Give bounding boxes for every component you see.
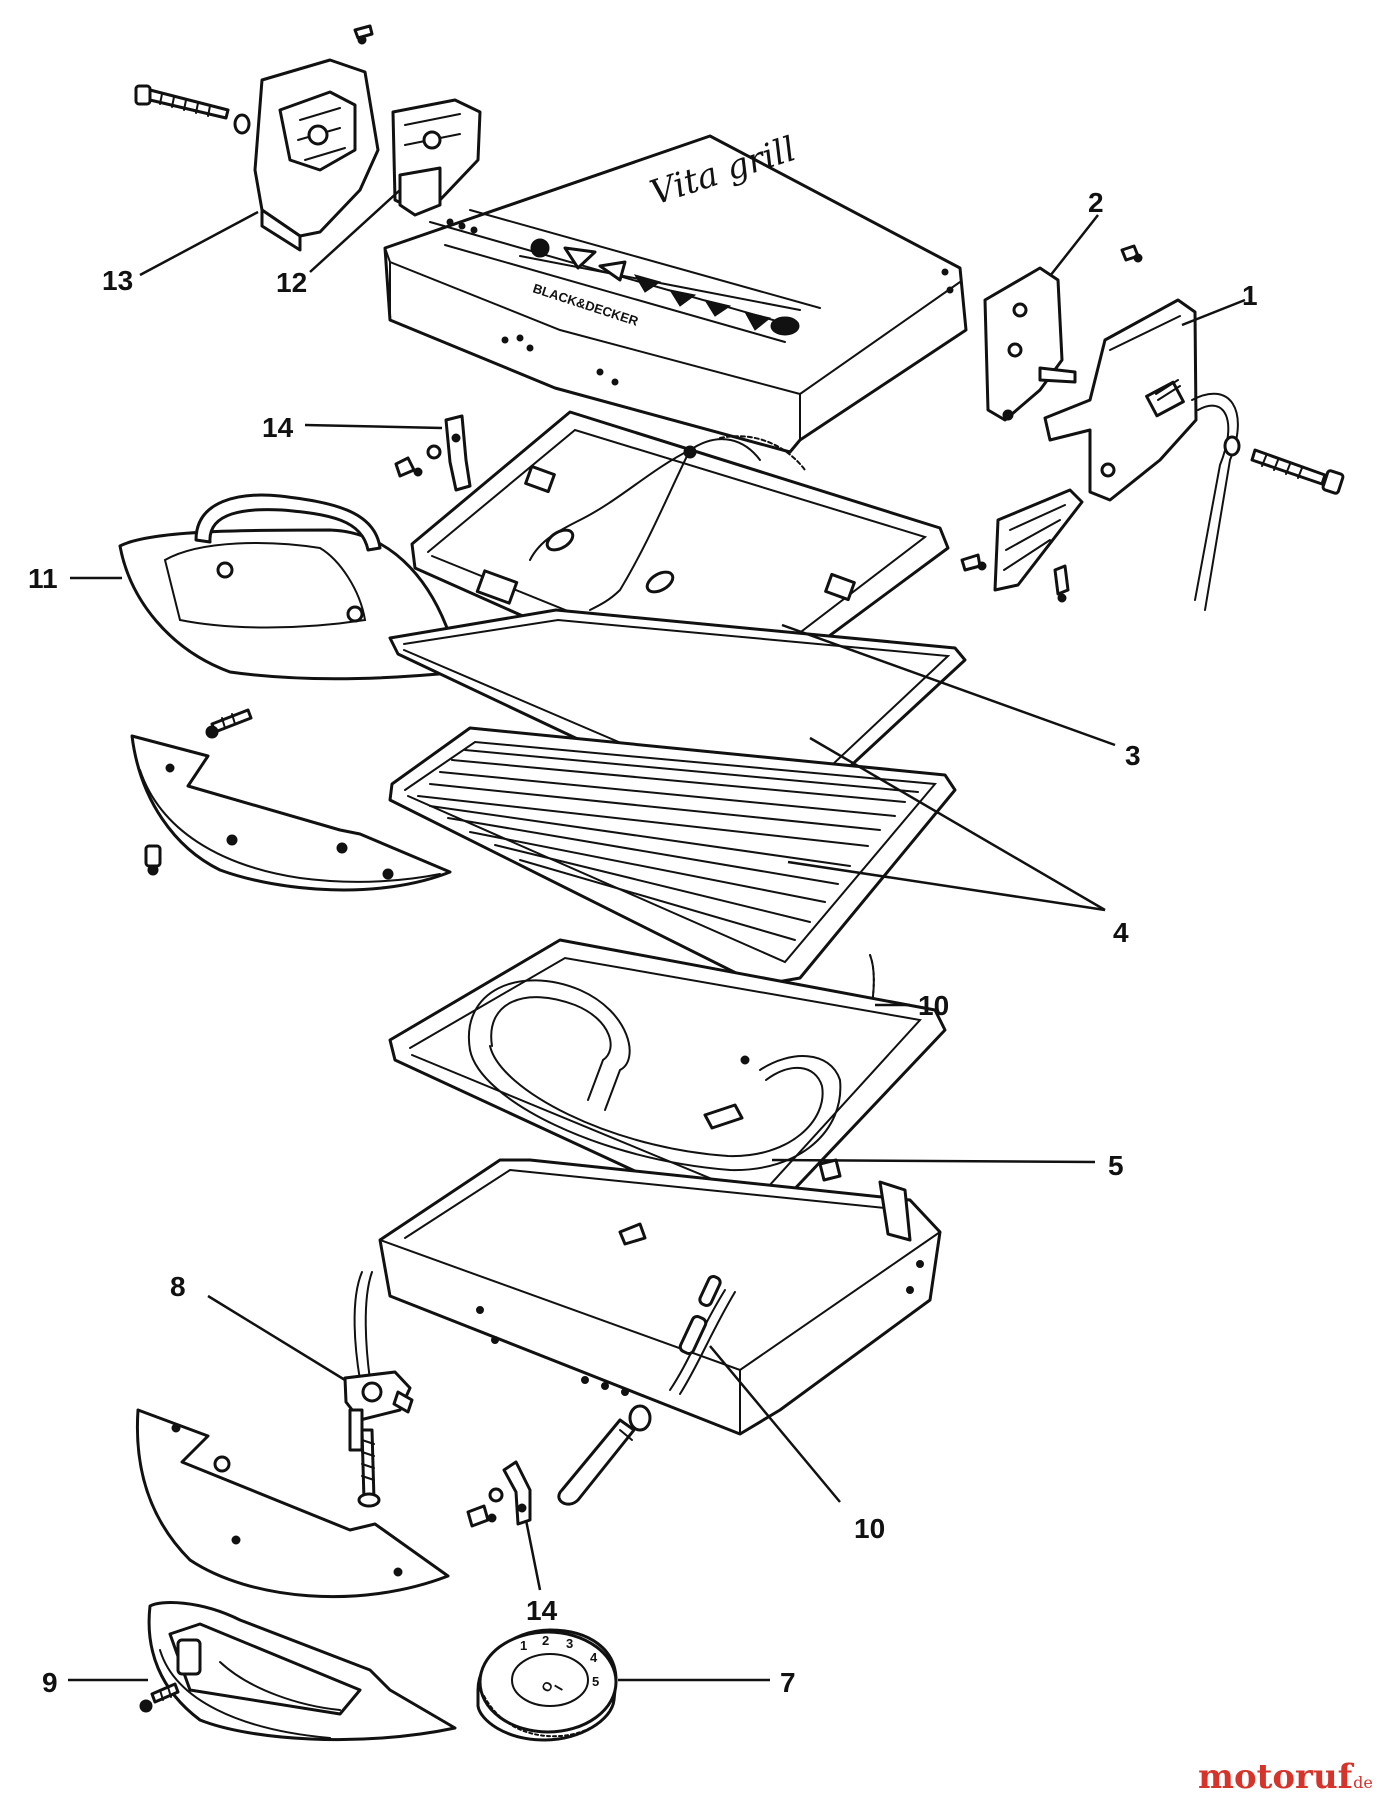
screw-handle-base [144, 844, 162, 876]
power-cord-lower [669, 1275, 736, 1395]
callout-3: 3 [1125, 740, 1141, 771]
grill-base [378, 1158, 942, 1436]
leader-2 [1049, 214, 1099, 277]
screw-hinge-right [1223, 435, 1345, 495]
knob-mark-on: I [551, 1682, 566, 1693]
callout-4: 4 [1113, 917, 1129, 948]
callout-14-lower: 14 [526, 1595, 558, 1626]
small-screw-right [1120, 244, 1143, 263]
leader-4b [787, 860, 1106, 912]
grill-lid: Vita grill BLACK&DECKER [383, 129, 968, 454]
callout-8: 8 [170, 1271, 186, 1302]
leader-14b [524, 1519, 542, 1591]
callout-10-lower: 10 [854, 1513, 885, 1544]
nut-hinge-left [233, 113, 251, 135]
probe-plug [557, 1404, 652, 1506]
terminal-tab-upper [394, 414, 472, 492]
upper-plate [410, 410, 950, 704]
watermark-text: motoruf [1198, 1757, 1355, 1797]
handle [118, 493, 462, 681]
knob-mark-3: 3 [566, 1636, 573, 1651]
knob-mark-4: 4 [590, 1650, 598, 1665]
watermark-suffix: .de [1348, 1773, 1373, 1792]
knob-mark-5: 5 [592, 1674, 599, 1689]
leader-1 [1181, 298, 1246, 327]
heating-element-tray [388, 938, 947, 1224]
small-screw-top [353, 24, 374, 45]
handle-base-lower-upper [135, 1408, 450, 1599]
leader-5 [771, 1158, 1096, 1164]
screw-handle [205, 708, 253, 739]
callout-7: 7 [780, 1667, 796, 1698]
handle-lower [147, 1601, 457, 1742]
leader-14a [304, 423, 443, 430]
knob-mark-1: 1 [520, 1638, 527, 1653]
thermostat [343, 1271, 414, 1452]
hinge-lower-plate [960, 488, 1084, 603]
callout-9: 9 [42, 1667, 58, 1698]
hinge-housing-right [1043, 298, 1239, 611]
callout-14-upper: 14 [262, 412, 294, 443]
leader-3 [781, 623, 1116, 747]
callout-5: 5 [1108, 1150, 1124, 1181]
hinge-plate [391, 98, 482, 217]
callouts: 1 2 3 4 5 7 8 9 10 10 11 12 13 14 14 [28, 187, 1258, 1698]
screw-handle-lower [139, 1682, 180, 1713]
hinge-bracket-left [253, 58, 380, 252]
callout-11: 11 [28, 563, 58, 594]
leader-lines [68, 189, 1246, 1682]
callout-1: 1 [1242, 280, 1258, 311]
screw-hinge-left [134, 84, 230, 120]
knob-mark-2: 2 [542, 1633, 549, 1648]
control-knob: 1 2 3 4 5 O I [476, 1628, 618, 1742]
leader-4a [809, 736, 1106, 912]
watermark-logo: motoruf .de [1198, 1757, 1373, 1797]
callout-2: 2 [1088, 187, 1104, 218]
handle-base-upper [130, 734, 452, 892]
leader-10b [709, 1345, 841, 1503]
thermostat-screw [357, 1428, 381, 1508]
leader-12 [309, 189, 401, 273]
leader-13 [139, 210, 259, 277]
grill-plate-ribbed [388, 726, 957, 987]
side-bracket [983, 266, 1077, 422]
callout-13: 13 [102, 265, 133, 296]
terminal-tab-lower [466, 1460, 532, 1528]
callout-12: 12 [276, 267, 307, 298]
callout-10-upper: 10 [918, 990, 949, 1021]
leader-8 [207, 1294, 346, 1382]
